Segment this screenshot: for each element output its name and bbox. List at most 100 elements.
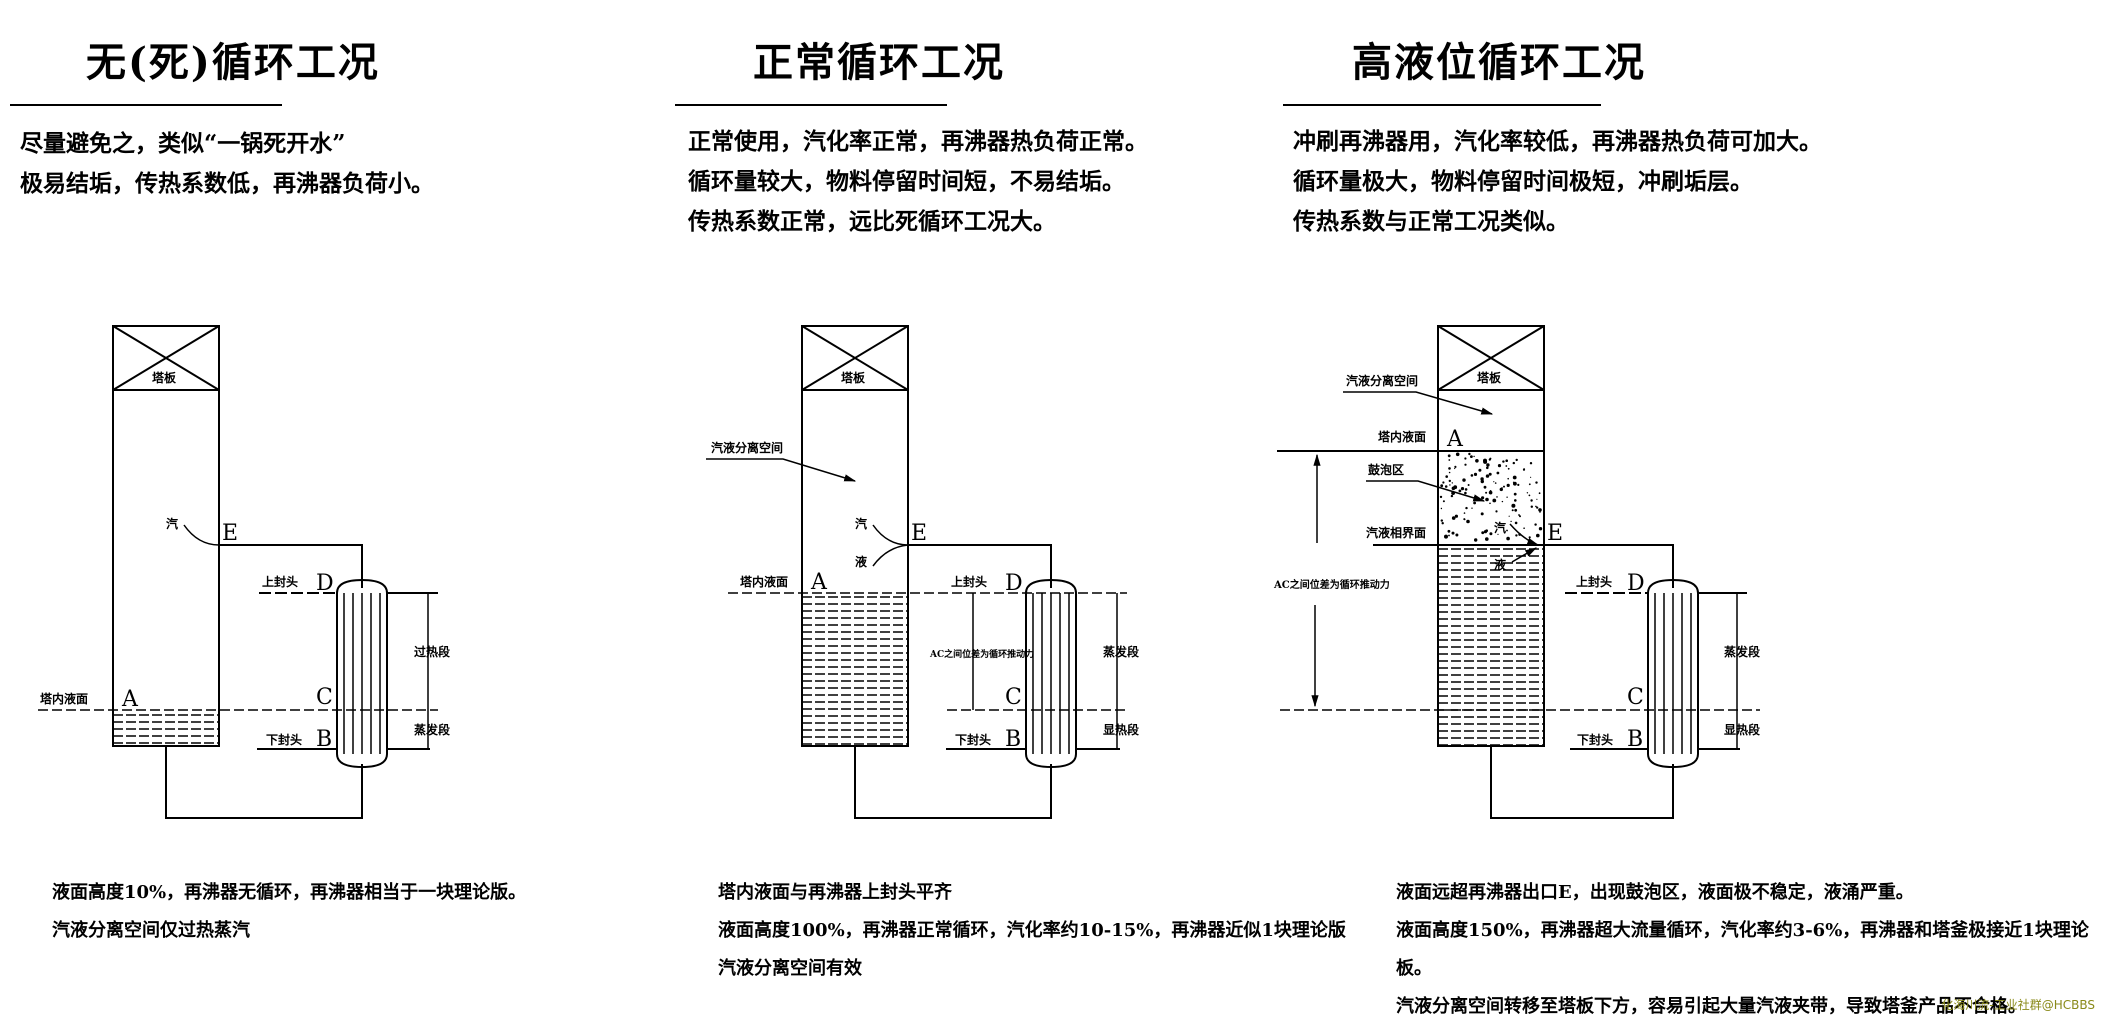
bubble-dot [1483, 485, 1487, 489]
vapor-label: 汽 [1494, 520, 1506, 535]
bubble-dot [1464, 463, 1467, 466]
bubble-dot [1511, 509, 1514, 512]
bubble-dot [1496, 471, 1500, 475]
bubble-dot [1448, 471, 1451, 474]
bubble-dot [1536, 533, 1540, 538]
point-d-label: D [1627, 571, 1645, 596]
feed-pipe [1490, 746, 1674, 819]
bubble-dot [1451, 516, 1456, 520]
panel-3-title: 高液位循环工况 [1352, 39, 1646, 86]
bubble-dot [1462, 487, 1464, 489]
bubble-dot [1440, 484, 1444, 488]
liquid-hatch [1438, 548, 1544, 746]
tray-cross [1437, 325, 1545, 391]
panel-3-title-underline [1283, 104, 1601, 106]
bubble-dot [1485, 474, 1490, 478]
lower-section-label: 蒸发段 [414, 722, 451, 737]
point-c-label: C [316, 685, 333, 710]
panel-1-notes: 液面高度10%，再沸器无循环，再沸器相当于一块理论版。 汽液分离空间仅过热蒸汽 [52, 874, 526, 950]
separation-space-label: 汽液分离空间 [711, 440, 783, 455]
bubble-dot [1470, 455, 1473, 458]
separation-space-leader [1343, 391, 1494, 415]
liquid-curve [872, 544, 909, 567]
lower-head-label: 下封头 [266, 732, 302, 747]
bubble-dot [1478, 468, 1482, 472]
bubble-dot [1454, 465, 1457, 468]
point-e-label: E [911, 521, 927, 546]
bubble-dot [1513, 481, 1517, 486]
bubble-dot [1507, 467, 1510, 470]
tray-label: 塔板 [1477, 370, 1502, 385]
point-a-label: A [121, 687, 139, 712]
bubble-dot [1481, 496, 1485, 500]
bubble-dot [1512, 475, 1517, 480]
bubble-dot [1441, 522, 1444, 525]
bubble-dot [1471, 507, 1473, 509]
point-b-label: B [1005, 727, 1021, 752]
bubble-dot [1494, 482, 1497, 484]
bubble-dot [1538, 492, 1541, 495]
panel-1-diagram [38, 325, 438, 819]
bubble-dot [1447, 529, 1451, 533]
bubble-dot [1463, 518, 1466, 521]
panel-2-description: 正常使用，汽化率正常，再沸器热负荷正常。 循环量较大，物料停留时间短，不易结垢。… [688, 122, 1148, 242]
bubble-dot [1529, 462, 1533, 465]
panel-3-description: 冲刷再沸器用，汽化率较低，再沸器热负荷可加大。 循环量极大，物料停留时间极短，冲… [1293, 122, 1822, 242]
panel-1-note-line: 液面高度10%，再沸器无循环，再沸器相当于一块理论版。 [52, 882, 527, 903]
bubble-dot [1480, 477, 1484, 481]
panel-3-note-line: 液面高度150%，再沸器超大流量循环，汽化率约3-6%，再沸器和塔釜极接近1块理… [1396, 920, 2089, 979]
bubble-dot [1451, 482, 1454, 484]
return-pipe [1544, 544, 1674, 588]
bubble-dot [1447, 454, 1451, 458]
bubble-dot [1526, 492, 1529, 494]
panel-1-desc-line: 尽量避免之，类似“一锅死开水” [20, 130, 346, 157]
liquid-arrow [1511, 547, 1538, 563]
tray-label: 塔板 [841, 370, 866, 385]
bubble-dot [1495, 510, 1498, 513]
bubble-dot [1458, 489, 1462, 493]
tower-level-label: 塔内液面 [1378, 429, 1426, 444]
panel-1-description: 尽量避免之，类似“一锅死开水” 极易结垢，传热系数低，再沸器负荷小。 [20, 124, 434, 204]
panel-2-notes: 塔内液面与再沸器上封头平齐 液面高度100%，再沸器正常循环，汽化率约10-15… [718, 874, 1346, 988]
bubble-dot [1464, 488, 1468, 491]
panel-2-desc-line: 循环量较大，物料停留时间短，不易结垢。 [688, 168, 1125, 195]
bubble-dot [1501, 500, 1504, 503]
driving-force-label: AC之间位差为循环推动力 [1273, 578, 1390, 591]
bubble-dot [1489, 491, 1493, 495]
upper-section-label: 过热段 [414, 644, 451, 659]
bubble-dot [1486, 466, 1489, 470]
bubble-dot [1442, 500, 1445, 503]
bubble-dot [1448, 459, 1451, 461]
panel-2-diagram [706, 325, 1127, 819]
panel-2-title-underline [675, 104, 947, 106]
bubble-dot [1450, 494, 1454, 498]
bubble-dot [1528, 483, 1531, 486]
tray-cross [801, 325, 909, 391]
bubble-dot [1534, 523, 1537, 526]
panel-2-note-line: 塔内液面与再沸器上封头平齐 [718, 882, 952, 903]
bubble-dot [1465, 506, 1468, 510]
vapor-label: 汽 [855, 516, 867, 531]
bubble-dot [1483, 530, 1487, 534]
driving-force-label: AC之间位差为循环推动力 [929, 648, 1034, 660]
reboiler-shell [336, 578, 388, 769]
bubble-dot [1451, 531, 1455, 535]
bubble-dot [1512, 481, 1515, 483]
bubble-dot [1505, 465, 1508, 467]
vapor-curve [1509, 523, 1540, 546]
bubble-dot [1519, 515, 1521, 518]
bubble-dot [1514, 499, 1517, 502]
panel-1-desc-line: 极易结垢，传热系数低，再沸器负荷小。 [20, 170, 434, 197]
bubble-dot [1496, 496, 1498, 498]
bubble-dot [1518, 514, 1520, 516]
liquid-hatch [113, 714, 219, 744]
bubble-dot [1488, 458, 1491, 461]
point-e-label: E [222, 521, 238, 546]
bubble-dot [1513, 492, 1517, 496]
separation-space-label: 汽液分离空间 [1346, 373, 1418, 388]
bubble-dot [1462, 478, 1466, 482]
bubble-dot [1514, 521, 1518, 525]
panel-2-labels: 塔板 汽液分离空间 汽 液 E 塔内液面 A 上封头 D AC之间位差为循环推动… [711, 370, 1140, 752]
bubble-dot [1448, 534, 1450, 537]
bubble-dot [1485, 537, 1489, 541]
